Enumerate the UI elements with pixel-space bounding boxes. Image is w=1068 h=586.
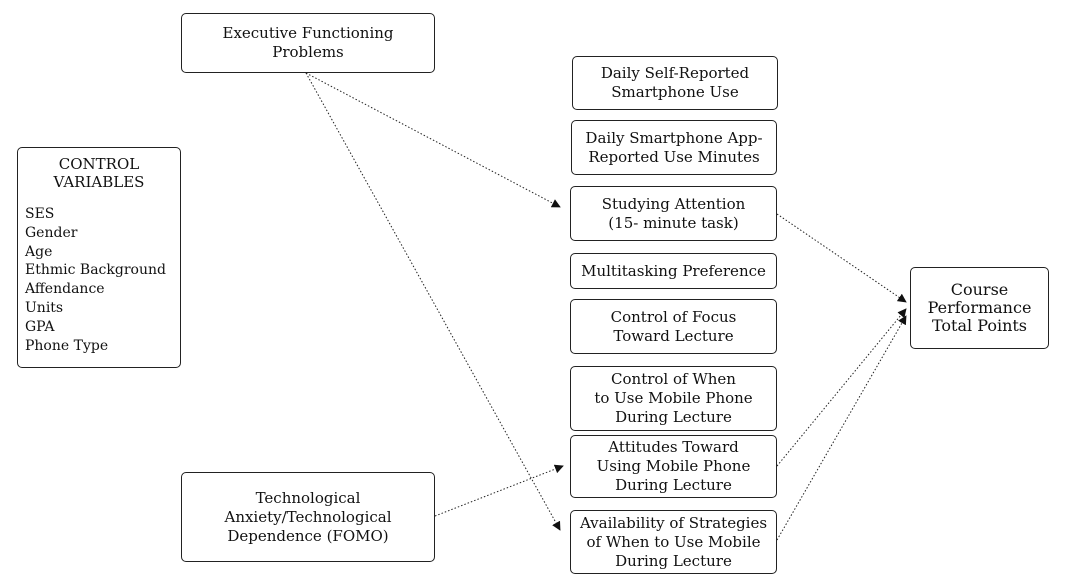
node-label-line: Studying Attention bbox=[601, 194, 746, 213]
node-technological-anxiety: Technological Anxiety/Technological Depe… bbox=[181, 472, 435, 562]
node-label-line: Control of When bbox=[611, 370, 736, 388]
control-variable-item: Affendance bbox=[25, 281, 105, 298]
node-label-line: During Lecture bbox=[615, 551, 732, 570]
control-variables-box: CONTROL VARIABLES SES Gender Age Ethmic … bbox=[17, 147, 181, 368]
node-label-line: Performance bbox=[927, 298, 1032, 317]
control-variables-title-line: CONTROL bbox=[58, 155, 140, 173]
edge-executive-functioning-to-availability-strategies bbox=[305, 72, 561, 531]
control-variable-item: Phone Type bbox=[25, 337, 109, 354]
edge-executive-functioning-to-studying-attention bbox=[305, 72, 561, 208]
node-daily-self-reported-smartphone-use: Daily Self-Reported Smartphone Use bbox=[572, 56, 778, 110]
control-variables-list: SES Gender Age Ethmic Background Affenda… bbox=[25, 205, 180, 355]
edge-availability-strategies-to-course-performance bbox=[776, 315, 907, 541]
node-label-line: Smartphone Use bbox=[611, 83, 739, 101]
node-course-performance: Course Performance Total Points bbox=[910, 267, 1049, 349]
control-variable-item: Ethmic Background bbox=[25, 262, 166, 279]
node-label-line: During Lecture bbox=[615, 408, 732, 426]
node-label-line: Toward Lecture bbox=[613, 326, 734, 345]
node-executive-functioning-problems: Executive Functioning Problems bbox=[181, 13, 435, 73]
edge-attitudes-phone-to-course-performance bbox=[776, 308, 907, 467]
control-variables-title: CONTROL VARIABLES bbox=[18, 155, 180, 191]
node-label-line: Availability of Strategies bbox=[579, 513, 768, 532]
control-variables-title-line: VARIABLES bbox=[53, 173, 145, 191]
node-availability-of-strategies: Availability of Strategies of When to Us… bbox=[570, 510, 777, 574]
node-label-line: Executive Functioning bbox=[222, 24, 394, 42]
control-variable-item: Age bbox=[25, 243, 53, 260]
edge-tech-anxiety-to-attitudes-phone bbox=[434, 464, 564, 517]
node-label-line: Using Mobile Phone bbox=[596, 457, 751, 475]
node-label-line: During Lecture bbox=[615, 476, 732, 494]
node-label-line: Reported Use Minutes bbox=[588, 147, 760, 166]
node-label-line: Problems bbox=[272, 43, 344, 61]
node-label-line: Daily Smartphone App- bbox=[585, 128, 763, 147]
control-variable-item: Units bbox=[25, 299, 64, 316]
node-control-of-focus: Control of Focus Toward Lecture bbox=[570, 299, 777, 354]
node-label-line: (15- minute task) bbox=[608, 213, 739, 232]
node-control-of-when-to-use-phone: Control of When to Use Mobile Phone Duri… bbox=[570, 366, 777, 431]
node-label-line: Technological bbox=[255, 488, 361, 507]
node-label-line: Control of Focus bbox=[610, 307, 737, 326]
control-variable-item: GPA bbox=[25, 318, 55, 335]
node-label-line: Course bbox=[950, 280, 1009, 299]
node-studying-attention: Studying Attention (15- minute task) bbox=[570, 186, 777, 241]
control-variable-item: SES bbox=[25, 206, 55, 222]
control-variable-item: Gender bbox=[25, 224, 78, 241]
node-label-line: Dependence (FOMO) bbox=[227, 526, 389, 545]
node-daily-app-reported-use-minutes: Daily Smartphone App- Reported Use Minut… bbox=[571, 120, 777, 175]
node-attitudes-toward-phone: Attitudes Toward Using Mobile Phone Duri… bbox=[570, 435, 777, 498]
node-label-line: Daily Self-Reported bbox=[600, 64, 750, 82]
node-label-line: of When to Use Mobile bbox=[586, 532, 761, 551]
node-multitasking-preference: Multitasking Preference bbox=[570, 253, 777, 289]
node-label-line: Total Points bbox=[931, 316, 1028, 335]
node-label-line: Multitasking Preference bbox=[581, 261, 766, 280]
node-label-line: to Use Mobile Phone bbox=[594, 389, 753, 407]
edge-studying-attention-to-course-performance bbox=[776, 213, 907, 303]
node-label-line: Anxiety/Technological bbox=[224, 507, 392, 526]
node-label-line: Attitudes Toward bbox=[608, 438, 739, 456]
